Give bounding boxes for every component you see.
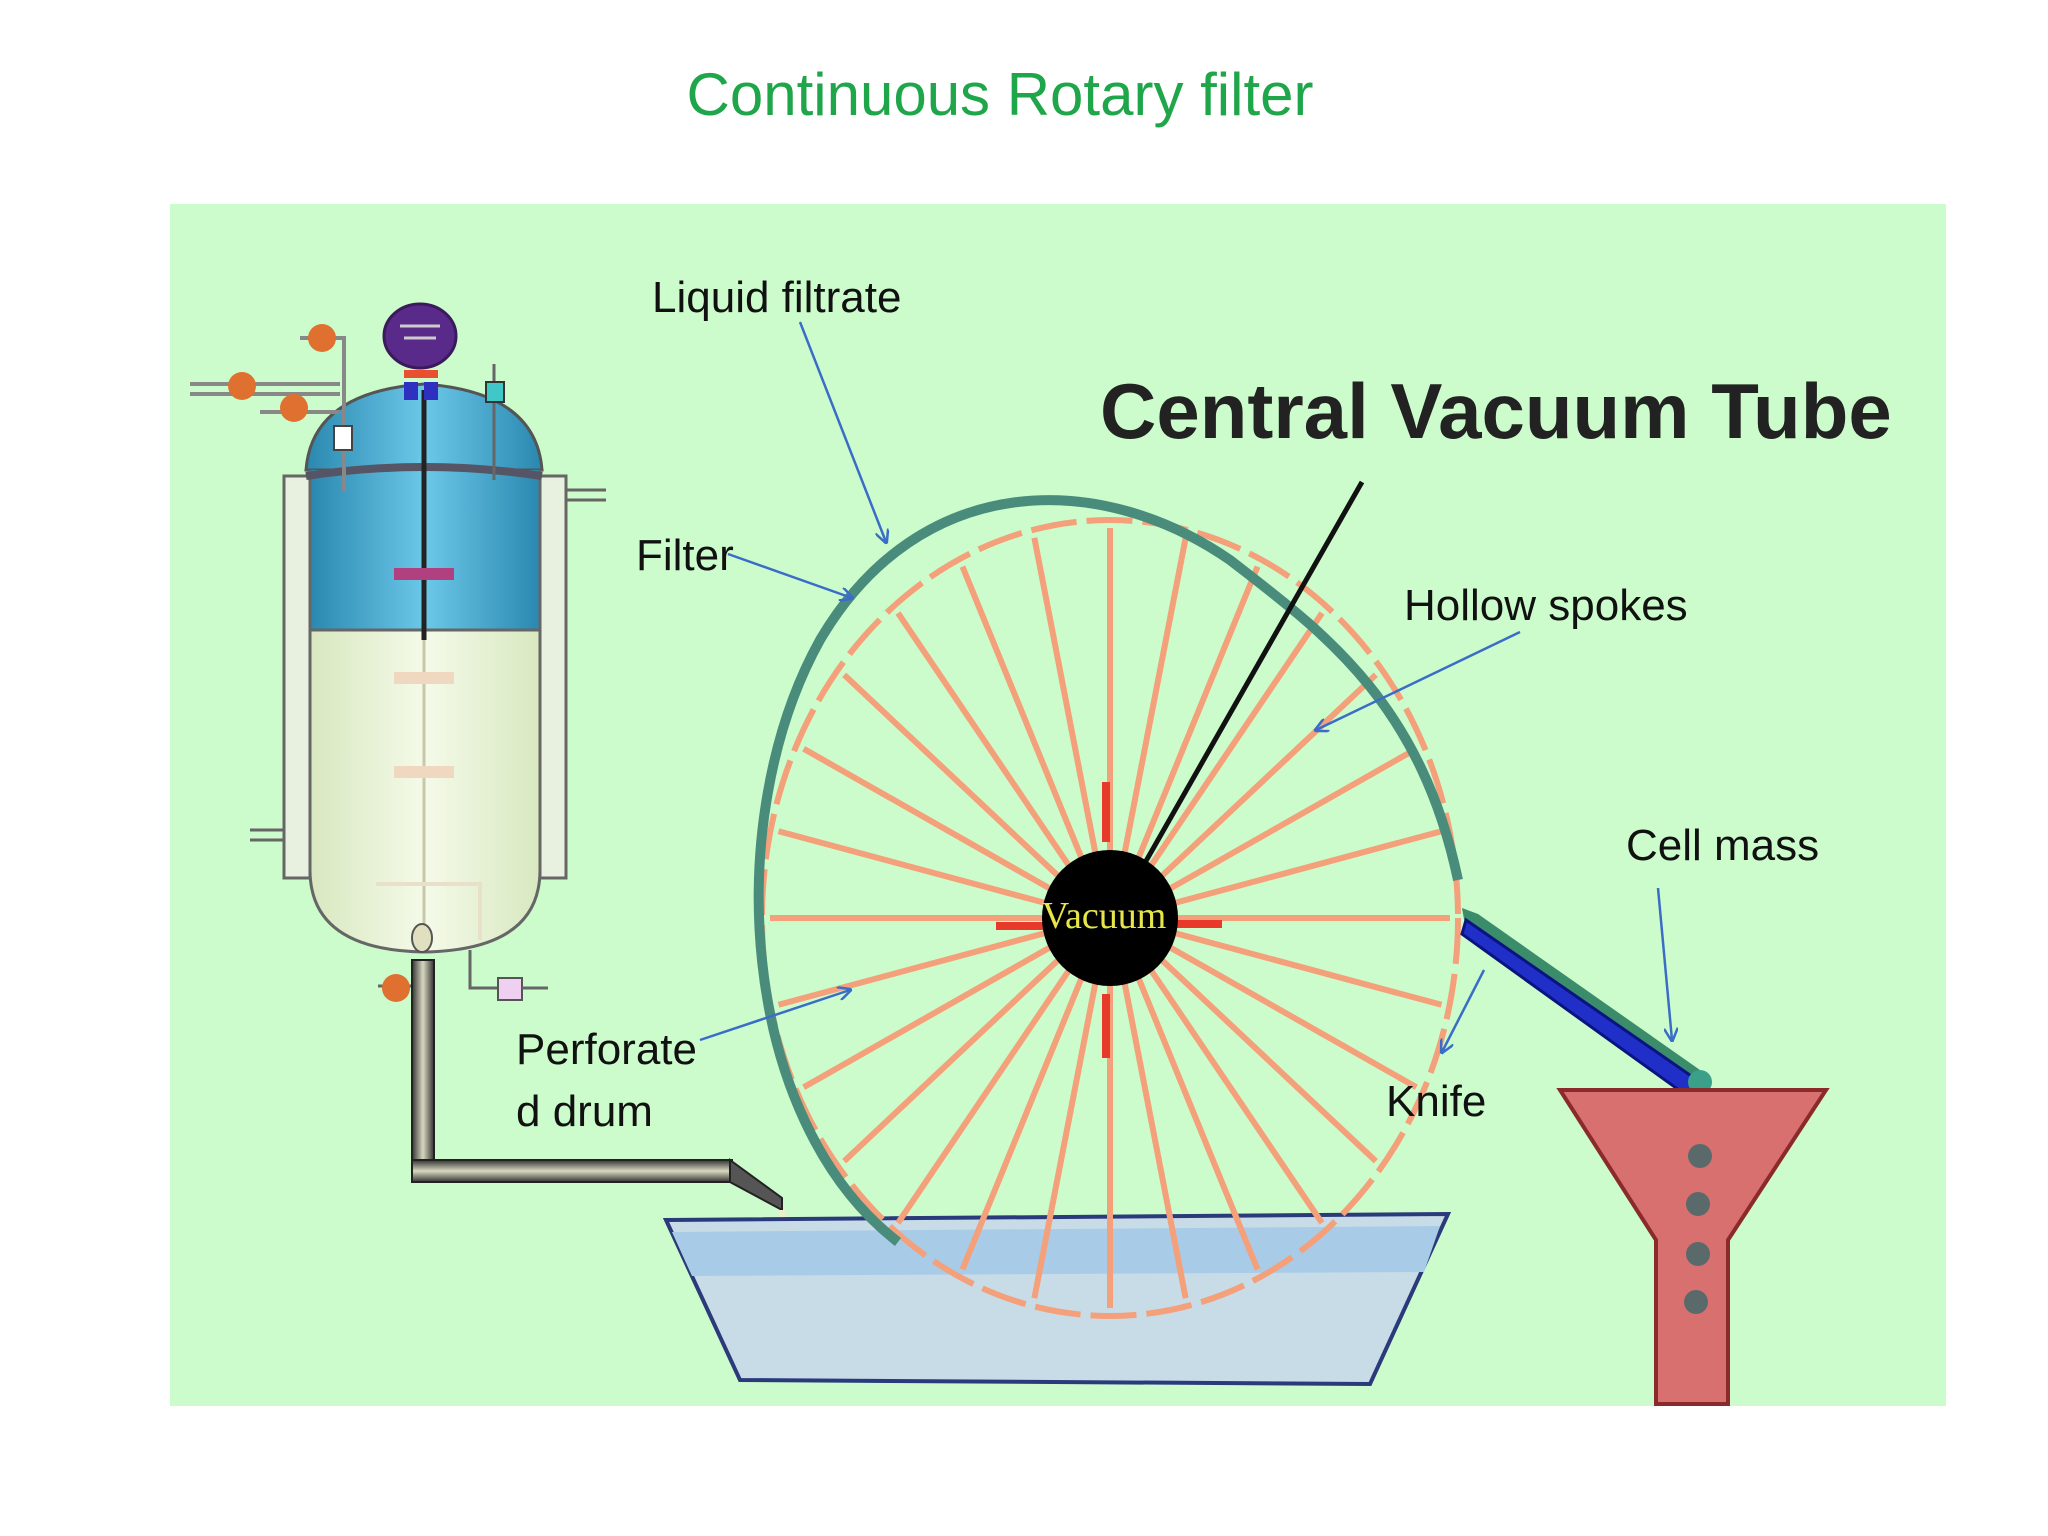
fermenter-vessel-icon [190,302,606,1002]
spoke [959,565,1087,866]
hollow-spokes [770,528,1450,1308]
arrow-filter [727,552,852,598]
spoke [1167,828,1443,908]
spoke [1120,975,1189,1299]
label-perforated-drum-line1: Perforate [516,1025,697,1074]
label-filter: Filter [636,531,734,580]
spoke [895,611,1076,873]
label-liquid-filtrate: Liquid filtrate [652,273,901,322]
spoke [1031,975,1100,1299]
spoke [1133,565,1261,866]
spoke [1154,672,1378,883]
vacuum-label: Vacuum [1042,895,1167,937]
spoke [1144,963,1325,1225]
spoke [777,828,1053,908]
arrow-perforated-drum [699,990,850,1042]
motor-icon [382,302,458,400]
label-central-vacuum-tube: Central Vacuum Tube [1100,367,1892,455]
label-hollow-spokes: Hollow spokes [1404,581,1688,630]
slurry-trough [662,1211,1452,1387]
feed-pipe [411,959,785,1300]
spoke [1162,941,1418,1090]
spoke [1162,746,1418,895]
spoke [895,963,1076,1225]
spoke [842,953,1066,1164]
spoke [842,672,1066,883]
vacuum-hub [1042,850,1178,986]
label-cell-mass: Cell mass [1626,821,1819,870]
arrow-knife [1442,969,1486,1052]
spoke [1031,537,1100,861]
label-arrows [699,321,1672,1052]
arrow-liquid-filtrate [798,321,886,542]
spoke [802,746,1058,895]
collection-hopper-icon [1556,1088,1830,1406]
rotary-drum: Vacuum [753,480,1463,1319]
central-vacuum-tube [1139,480,1365,870]
spoke [1154,953,1378,1164]
arrow-hollow-spokes [1316,630,1521,730]
spoke [777,928,1053,1008]
label-knife: Knife [1386,1077,1486,1126]
spoke [959,970,1087,1271]
label-perforated-drum-line2: d drum [516,1087,653,1136]
filter-cloth [753,495,1463,1246]
spoke [1120,537,1189,861]
spoke [1133,970,1261,1271]
page-title: Continuous Rotary filter [686,61,1314,128]
spoke [1167,928,1443,1008]
arrow-cell-mass [1656,887,1672,1040]
spoke [802,941,1058,1090]
perforated-drum [759,517,1461,1319]
spoke [1144,611,1325,873]
